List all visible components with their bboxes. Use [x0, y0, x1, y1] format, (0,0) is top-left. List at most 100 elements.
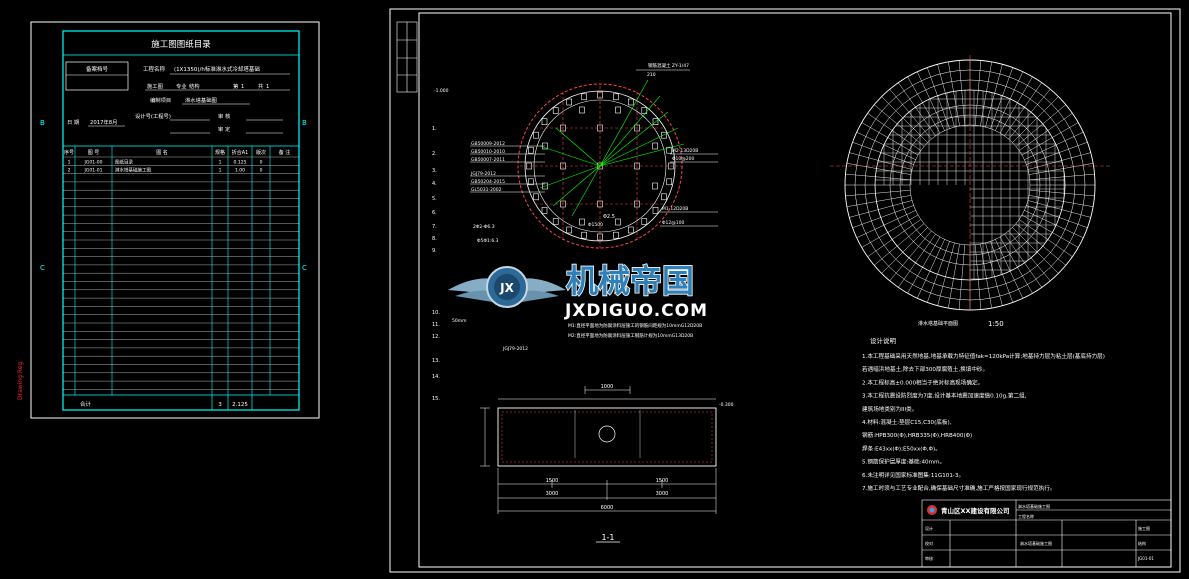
pier-mark: [566, 226, 573, 234]
catalog-row-cell: 1: [219, 168, 222, 174]
check-label: 审 核: [218, 112, 231, 120]
pier-mark: [652, 182, 658, 190]
date-value: 2017年8月: [90, 118, 117, 126]
plan-note-number: 2.: [432, 151, 437, 157]
drawing-sheet-outer: [389, 8, 1181, 573]
catalog-header-cell: 版次: [256, 149, 266, 156]
stage-value: 施工图: [147, 82, 163, 90]
pier-mark: [541, 207, 548, 214]
section-title: 1-1: [601, 533, 614, 542]
tb-field2: 设计: [925, 525, 933, 531]
sheet-label: 第: [233, 82, 238, 90]
tb-sheet: JG01-01: [1137, 556, 1154, 561]
pier-mark: [652, 207, 659, 214]
catalog-header-cell: 规格: [215, 149, 225, 156]
plan-left-note2: JGJ79-2012: [502, 346, 528, 352]
design-note-line: 若遇暗浜地基土,除去下部300厚腐殖土,换填中砂。: [862, 365, 988, 373]
plan-note-number: 1.: [432, 126, 437, 132]
pier-mark: [652, 118, 659, 125]
dim-6000: 6000: [601, 505, 614, 511]
total-label: 共: [258, 82, 264, 90]
margin-mark-c2: C: [302, 264, 307, 272]
plan-label-c1: Φ1500: [588, 222, 603, 228]
catalog-header-cell: 序号: [64, 149, 74, 156]
pier-mark: [627, 226, 634, 234]
catalog-row-cell: 图纸目录: [115, 158, 133, 165]
tb-field1: 工程名称: [1018, 513, 1034, 519]
discipline-label: 专业: [176, 82, 187, 90]
plan-note-number: 9.: [432, 248, 437, 254]
plan-label-l3: GB50007-2011: [471, 157, 505, 163]
catalog-title: 施工图图纸目录: [151, 39, 211, 50]
watermark-cn: 机械帝国: [566, 262, 694, 300]
rebar-title: 淋水塔基础平面图: [918, 320, 958, 327]
plan-label-l6: GL5031-2002: [471, 187, 502, 193]
plan-note-m1: M1:直径平面地为防腐涂料层施工的钢筋间距规为10mmG12D20B: [568, 322, 702, 329]
plan-label-bottom2: Φ5Φ1:6.3: [477, 238, 499, 244]
dim-1500b: 1500: [656, 478, 669, 484]
pier-mark: [533, 193, 539, 201]
pier-mark: [668, 162, 674, 170]
tb-name: 淋水塔基础施工图: [1020, 540, 1052, 546]
design-note-line: 4.材料:混凝土:垫层C15,C30(底板),: [862, 418, 952, 426]
pier-mark: [581, 93, 588, 101]
catalog-header-cell: 备 注: [279, 149, 291, 156]
pier-mark: [666, 146, 673, 154]
catalog-row-cell: 淋水塔基础施工图: [115, 167, 151, 174]
plan-note-number: 12.: [432, 334, 440, 340]
discipline-value: 结构: [189, 82, 200, 90]
watermark-logo: [448, 266, 566, 308]
catalog-row-cell: JG01-00: [84, 159, 103, 165]
plan-label-l2: GB50010-2010: [471, 149, 505, 155]
design-label: 设计号(工程号): [135, 112, 171, 120]
plan-note-number: 3.: [432, 168, 437, 174]
date-label: 日 期: [67, 119, 79, 126]
plan-label-l5: GB50204-2015: [471, 179, 505, 185]
tb-phase: 施工图: [1138, 525, 1150, 531]
plan-label-c2: Φ2.5: [603, 214, 615, 220]
design-note-line: 建筑场地类别为III类。: [862, 405, 917, 413]
catalog-row-cell: 1.00: [235, 168, 245, 174]
design-note-line: 焊条:E43xx(Φ);E50xx(Φ,Φ)。: [862, 444, 941, 452]
pier-mark: [527, 146, 534, 154]
title-block: [921, 499, 1172, 568]
item-label: 编制项目: [150, 96, 171, 104]
plan-note-number: 6.: [432, 210, 437, 216]
dim-3000b: 3000: [656, 491, 669, 497]
plan-label-l4: JGJ79-2012: [470, 171, 496, 177]
plan-note-number: 7.: [432, 224, 437, 230]
catalog-header-cell: 折合A1: [232, 149, 249, 156]
catalog-row-cell: JG01-01: [84, 168, 103, 174]
catalog-row-cell: 2: [68, 168, 71, 174]
dim-1500a: 1500: [546, 478, 559, 484]
catalog-row-cell: 0: [260, 168, 263, 174]
tb-project: 淋水塔基础施工图: [1018, 503, 1050, 509]
total-value: 1: [266, 84, 269, 90]
pier-mark: [612, 93, 619, 101]
item-value: 淋水塔基础图: [185, 96, 217, 104]
approve-label: 审 定: [218, 125, 231, 133]
margin-mark-b: B: [40, 119, 45, 127]
plan-note-m2: M2:直径平面地为防腐涂料层施工钢筋计规为10mmG13D20B: [568, 332, 693, 339]
pier-mark: [661, 193, 667, 201]
section-1-1: [480, 386, 717, 543]
margin-mark-c: C: [40, 264, 45, 272]
watermark-en: JXDIGUO.COM: [564, 301, 708, 321]
drawing-sheet-inner: [418, 12, 1172, 568]
plan-label-top2: 210: [647, 72, 656, 78]
pier-mark: [533, 131, 539, 139]
plan-note-number: 11.: [432, 322, 440, 328]
catalog-row-cell: 0: [260, 159, 263, 165]
catalog-row-cell: 1: [68, 159, 71, 165]
tb-disc: 结构: [1138, 540, 1146, 546]
company-logo-icon: [927, 505, 937, 515]
pier-mark: [652, 142, 658, 150]
footer-total: 3: [218, 402, 222, 408]
plan-label-r4: Φ12@100: [662, 220, 684, 226]
plan-circle: [470, 69, 718, 249]
catalog-header-cell: 图 名: [156, 149, 168, 156]
design-note-line: 5.钢筋保护层厚度:基础:40mm。: [862, 458, 945, 466]
binding-stamp: [396, 21, 418, 93]
footer-value: 2.125: [232, 402, 248, 408]
